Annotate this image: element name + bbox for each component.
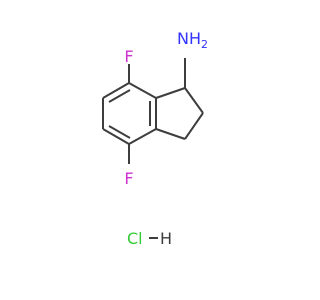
bond-c2-c3 — [184, 112, 204, 140]
bond-c5-c4 — [102, 128, 130, 145]
amine-label: NH2 — [177, 29, 208, 51]
double-bond-c5-c4 — [108, 125, 131, 139]
amine-h-count: 2 — [201, 38, 208, 51]
benzene-ring — [102, 82, 157, 145]
fluorine-top-label: F — [124, 47, 133, 66]
bond-c7a-c1 — [155, 87, 186, 99]
bond-c4-c3a — [128, 128, 157, 145]
bond-c1-c2 — [184, 87, 204, 114]
double-bond-c7-c6 — [108, 89, 131, 103]
structure-diagram: F F NH2 Cl H — [102, 29, 208, 248]
hydrogen-label: H — [160, 229, 172, 248]
bond-c7a-c7 — [128, 82, 157, 99]
amine-nh: NH — [177, 29, 201, 48]
chloride-label: Cl — [127, 229, 143, 248]
bond-c7-c6 — [102, 82, 130, 99]
five-membered-ring — [155, 87, 204, 140]
fluorine-bottom-label: F — [124, 169, 133, 188]
bond-c3-c3a — [155, 128, 186, 140]
